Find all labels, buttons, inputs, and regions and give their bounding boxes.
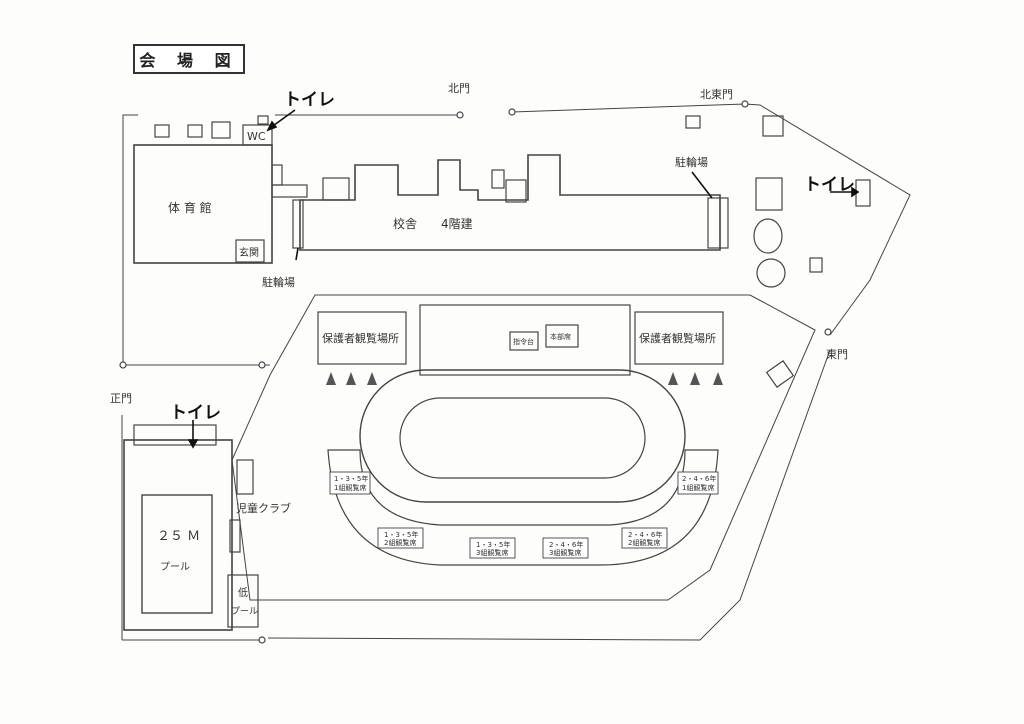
headquarters-seat — [545, 324, 579, 348]
headquarters-label: 本部席 — [550, 332, 571, 341]
gym-entrance — [235, 239, 265, 263]
seat-4-line2: 3組観覧席 — [549, 548, 581, 557]
gym-corridor — [271, 184, 308, 198]
spectator-arc — [327, 449, 719, 566]
main-gate-label: 正門 — [110, 392, 132, 405]
gate-post — [741, 100, 749, 108]
seat-1-line2: 1組観覧席 — [334, 483, 366, 492]
school-building — [299, 154, 721, 251]
gate-post — [456, 111, 464, 119]
pool-building — [123, 439, 233, 631]
command-stand — [509, 331, 539, 351]
toilet-label-east: トイレ — [804, 175, 855, 195]
gate-post — [508, 108, 516, 116]
toilet-label-pool: トイレ — [170, 403, 221, 423]
seat-box — [621, 527, 668, 549]
kids-club-label: 児童クラブ — [236, 501, 291, 515]
north-gate-label: 北門 — [448, 82, 470, 95]
bike-parking-west-label: 駐輪場 — [262, 275, 295, 289]
parents-area-east — [634, 311, 724, 365]
bike-parking-east — [707, 197, 729, 249]
gym-label: 体 育 館 — [168, 200, 212, 215]
pool-25m — [141, 494, 213, 614]
site-boundary-east — [267, 349, 831, 641]
gate-post — [258, 361, 266, 369]
cones — [326, 372, 723, 385]
gate-post — [258, 636, 266, 644]
seat-3-line1: 1・3・5年 — [476, 540, 510, 549]
command-stand-label: 指令台 — [513, 337, 534, 346]
pool-label: ２５ Ｍ — [157, 529, 200, 544]
bike-parking-east-label: 駐輪場 — [675, 155, 708, 169]
toilet-label-gym: トイレ — [284, 90, 335, 110]
seat-2-line2: 2組観覧席 — [384, 538, 416, 547]
school-label: 校舎 4階建 — [393, 216, 473, 231]
site-boundary-west-top — [122, 114, 138, 365]
gym-wc — [242, 124, 273, 146]
seat-1-line1: 1・3・5年 — [334, 474, 368, 483]
seat-box — [329, 471, 371, 495]
kids-pool — [227, 574, 259, 628]
wc-label: WC — [247, 130, 266, 143]
track-inner — [399, 397, 646, 479]
seat-2-line1: 1・3・5年 — [384, 530, 418, 539]
parents-area-west-label: 保護者観覧場所 — [322, 331, 399, 345]
seat-box — [542, 537, 589, 559]
ground-boundary — [231, 294, 816, 601]
entrance-label: 玄関 — [239, 246, 259, 259]
seat-box — [377, 527, 424, 549]
seat-box — [677, 471, 719, 495]
seat-3-line2: 3組観覧席 — [476, 548, 508, 557]
east-toilet — [855, 179, 871, 207]
gymnasium — [133, 144, 273, 264]
map-title: 会 場 図 — [133, 44, 245, 74]
pool-sub-label: プール — [160, 561, 190, 573]
seat-4-line1: 2・4・6年 — [549, 540, 583, 549]
headquarters-area — [419, 304, 631, 376]
gate-post — [824, 328, 832, 336]
parents-area-west — [317, 311, 407, 365]
seat-5-line2: 2組観覧席 — [628, 538, 660, 547]
parents-area-east-label: 保護者観覧場所 — [639, 331, 716, 345]
track-outer — [359, 369, 686, 503]
kids-pool-label: 低 — [238, 586, 248, 599]
kids-club — [236, 459, 254, 495]
bike-parking-west — [292, 199, 304, 249]
site-boundary-north-east — [511, 103, 911, 336]
seat-box — [469, 537, 516, 559]
north-east-gate-label: 北東門 — [700, 88, 733, 101]
seat-6-line2: 1組観覧席 — [682, 483, 714, 492]
gate-post — [119, 361, 127, 369]
kids-pool-sub-label: プール — [231, 606, 258, 617]
east-gate-label: 東門 — [826, 348, 848, 361]
seat-6-line1: 2・4・6年 — [682, 474, 716, 483]
seat-5-line1: 2・4・6年 — [628, 530, 662, 539]
